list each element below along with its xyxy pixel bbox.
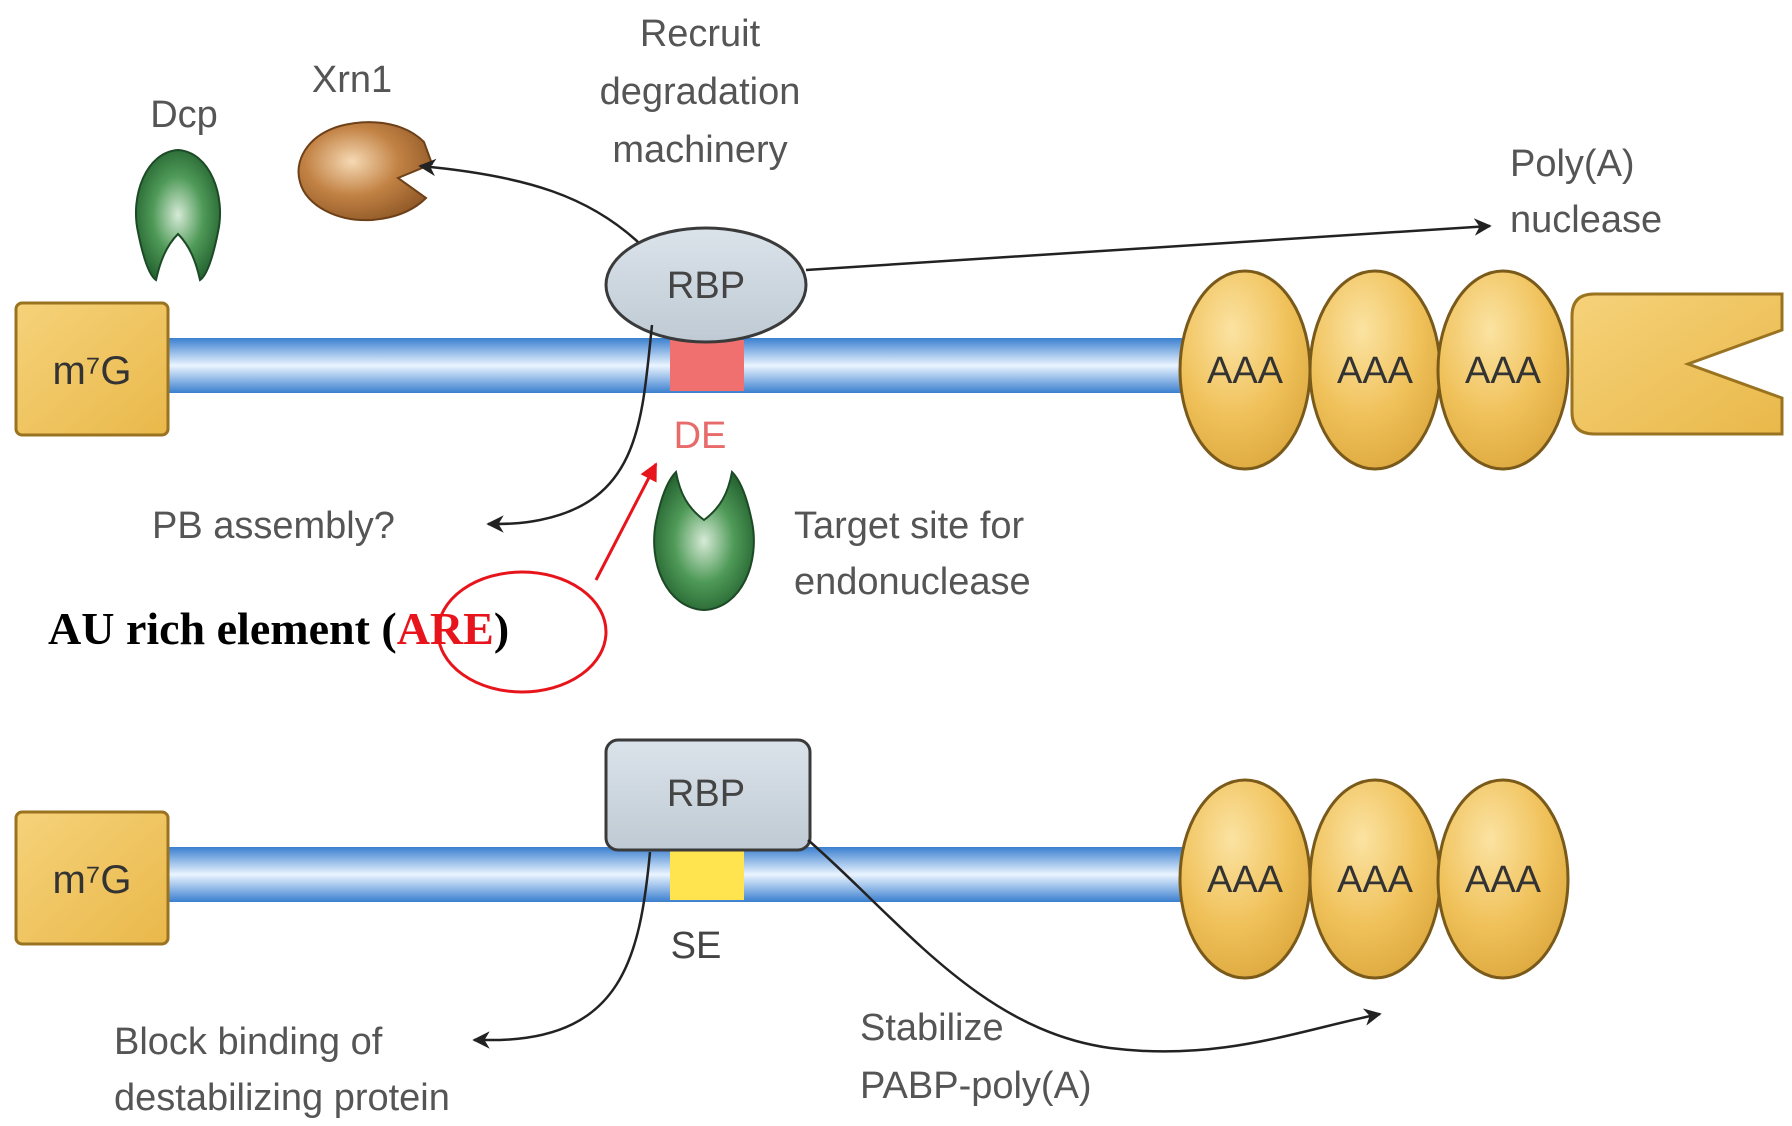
are-close-paren: ): [494, 603, 509, 654]
recruit-label-line-2: degradation: [600, 71, 801, 113]
are-open-paren: (: [381, 603, 396, 654]
bottom-polya-label-3: AAA: [1465, 859, 1542, 901]
arrow-to-stabilize: [807, 839, 1382, 1053]
top-panel: m⁷G AAA AAA AAA RBP DE Dcp Xrn1 Recruit …: [14, 13, 1784, 694]
block-binding-label-line-2: destabilizing protein: [114, 1077, 450, 1119]
are-annotation: AU rich element (ARE): [48, 603, 509, 654]
xrn1-label: Xrn1: [312, 59, 392, 101]
are-red-arrow: [594, 462, 658, 581]
bottom-se-element: [670, 849, 744, 900]
bottom-rbp: [604, 738, 812, 852]
are-prefix: AU rich element: [48, 603, 381, 654]
bottom-panel: m⁷G AAA AAA AAA RBP SE Block binding of …: [14, 738, 1570, 1119]
block-binding-label-line-1: Block binding of: [114, 1021, 383, 1063]
polya-nuclease-label-line-1: Poly(A): [1510, 143, 1635, 185]
bottom-polya-3: [1436, 778, 1570, 980]
top-polya-3: [1436, 269, 1570, 471]
target-site-label-line-1: Target site for: [794, 505, 1025, 547]
top-rbp: [604, 226, 808, 344]
top-polya-label-3: AAA: [1465, 350, 1542, 392]
dcp-protein-icon: [134, 148, 222, 282]
top-cap-label: m⁷G: [53, 349, 132, 393]
top-polya-label-2: AAA: [1337, 350, 1414, 392]
top-cap: [14, 301, 170, 437]
bottom-cap: [14, 810, 170, 946]
top-de-label: DE: [674, 415, 727, 457]
recruit-label-line-1: Recruit: [640, 13, 761, 55]
bottom-polya-label-2: AAA: [1337, 859, 1414, 901]
recruit-label-line-3: machinery: [612, 129, 787, 171]
bottom-se-label: SE: [671, 925, 722, 967]
bottom-polya-label-1: AAA: [1207, 859, 1284, 901]
stabilize-label-line-1: Stabilize: [860, 1007, 1004, 1049]
xrn1-protein-icon: [297, 121, 434, 222]
bottom-cap-label: m⁷G: [53, 858, 132, 902]
top-rbp-label: RBP: [667, 265, 745, 307]
arrow-to-pb-assembly: [486, 324, 654, 533]
arrow-to-polya-nuclease: [805, 218, 1492, 272]
dcp-label: Dcp: [150, 94, 218, 136]
arrow-to-xrn1: [418, 158, 639, 243]
polya-nuclease-icon: [1570, 292, 1784, 436]
are-highlight-circle: [436, 570, 608, 694]
top-polya-label-1: AAA: [1207, 350, 1284, 392]
polya-nuclease-label-line-2: nuclease: [1510, 199, 1662, 241]
bottom-rbp-label: RBP: [667, 773, 745, 815]
stabilize-label-line-2: PABP-poly(A): [860, 1065, 1092, 1107]
pb-assembly-label: PB assembly?: [152, 505, 395, 547]
endonuclease-protein-icon: [653, 469, 755, 612]
arrow-to-block-binding: [472, 851, 652, 1049]
are-word: ARE: [397, 603, 494, 654]
top-de-element: [670, 340, 744, 391]
target-site-label-line-2: endonuclease: [794, 561, 1031, 603]
